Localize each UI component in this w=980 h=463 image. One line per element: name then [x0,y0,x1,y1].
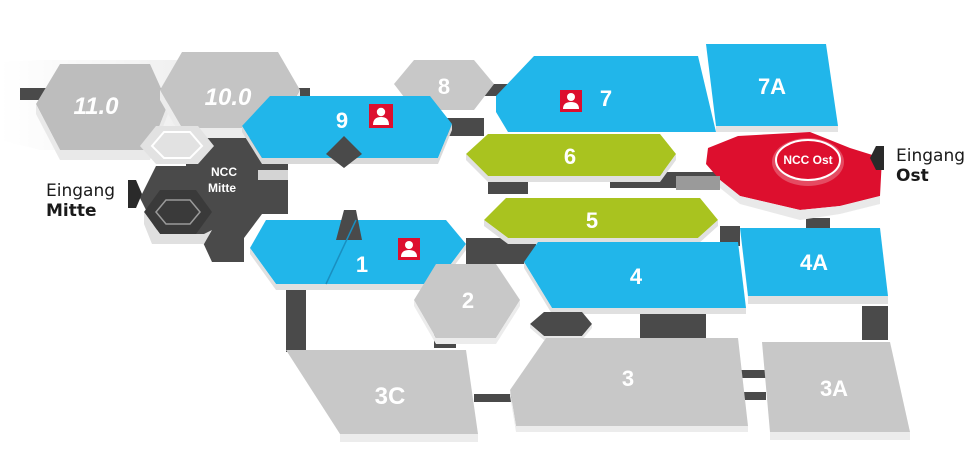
ncc-mitte-label-line2: Mitte [208,181,236,195]
hall-11-0-label: 11.0 [74,93,120,120]
hall-9[interactable]: 9 [242,96,452,168]
hall-11-0[interactable]: 11.0 [36,64,168,160]
hall-3A-label: 3A [820,376,848,401]
hall-2-label: 2 [462,288,474,313]
hall-8-label: 8 [438,74,450,99]
hall-9-label: 9 [336,108,348,133]
hall-1-label: 1 [356,252,368,277]
ncc-mitte-rotunda [140,126,214,244]
entrance-mitte-line1: Eingang [46,181,116,201]
stairs-east [676,176,720,190]
entrance-mitte[interactable]: Eingang Mitte [46,181,115,221]
entrance-ost-arrow-icon [870,146,884,170]
hall-4A-label: 4A [800,250,828,275]
entrance-mitte-arrow-icon [128,180,142,208]
entrance-ost[interactable]: Eingang Ost [896,146,965,186]
hall-6-label: 6 [564,144,576,169]
hall-2[interactable]: 2 [414,264,520,344]
hall-7-label: 7 [600,86,612,111]
entrance-ost-line1: Eingang [896,146,966,166]
hall-7[interactable]: 7 [496,56,716,132]
hall-4[interactable]: 4 [524,242,746,314]
ncc-ost-label: NCC Ost [783,153,832,167]
hall-6[interactable]: 6 [466,134,676,182]
hall-7A-label: 7A [758,74,786,99]
ncc-mitte-label-line1: NCC [211,165,237,179]
hall-5-label: 5 [586,208,598,233]
hall-3C[interactable]: 3C [286,350,478,442]
hall-4A[interactable]: 4A [740,228,888,304]
entrance-ost-line2: Ost [896,166,929,186]
hall-3[interactable]: 3 [510,338,748,432]
person-icon [369,104,393,128]
hall-1[interactable]: 1 [250,210,466,290]
person-icon [560,90,582,112]
person-icon [398,238,420,260]
stairs-mitte [258,170,288,180]
hall-7A[interactable]: 7A [706,44,838,132]
hall-3-label: 3 [622,366,634,391]
hall-3C-label: 3C [375,383,406,410]
small-platform [530,312,592,340]
hall-5[interactable]: 5 [484,198,718,244]
entrance-mitte-line2: Mitte [46,201,97,221]
hall-4-label: 4 [630,264,643,289]
ncc-ost[interactable]: NCC Ost [706,132,882,220]
hall-10-0-label: 10.0 [205,84,252,111]
hall-3A[interactable]: 3A [762,342,910,440]
